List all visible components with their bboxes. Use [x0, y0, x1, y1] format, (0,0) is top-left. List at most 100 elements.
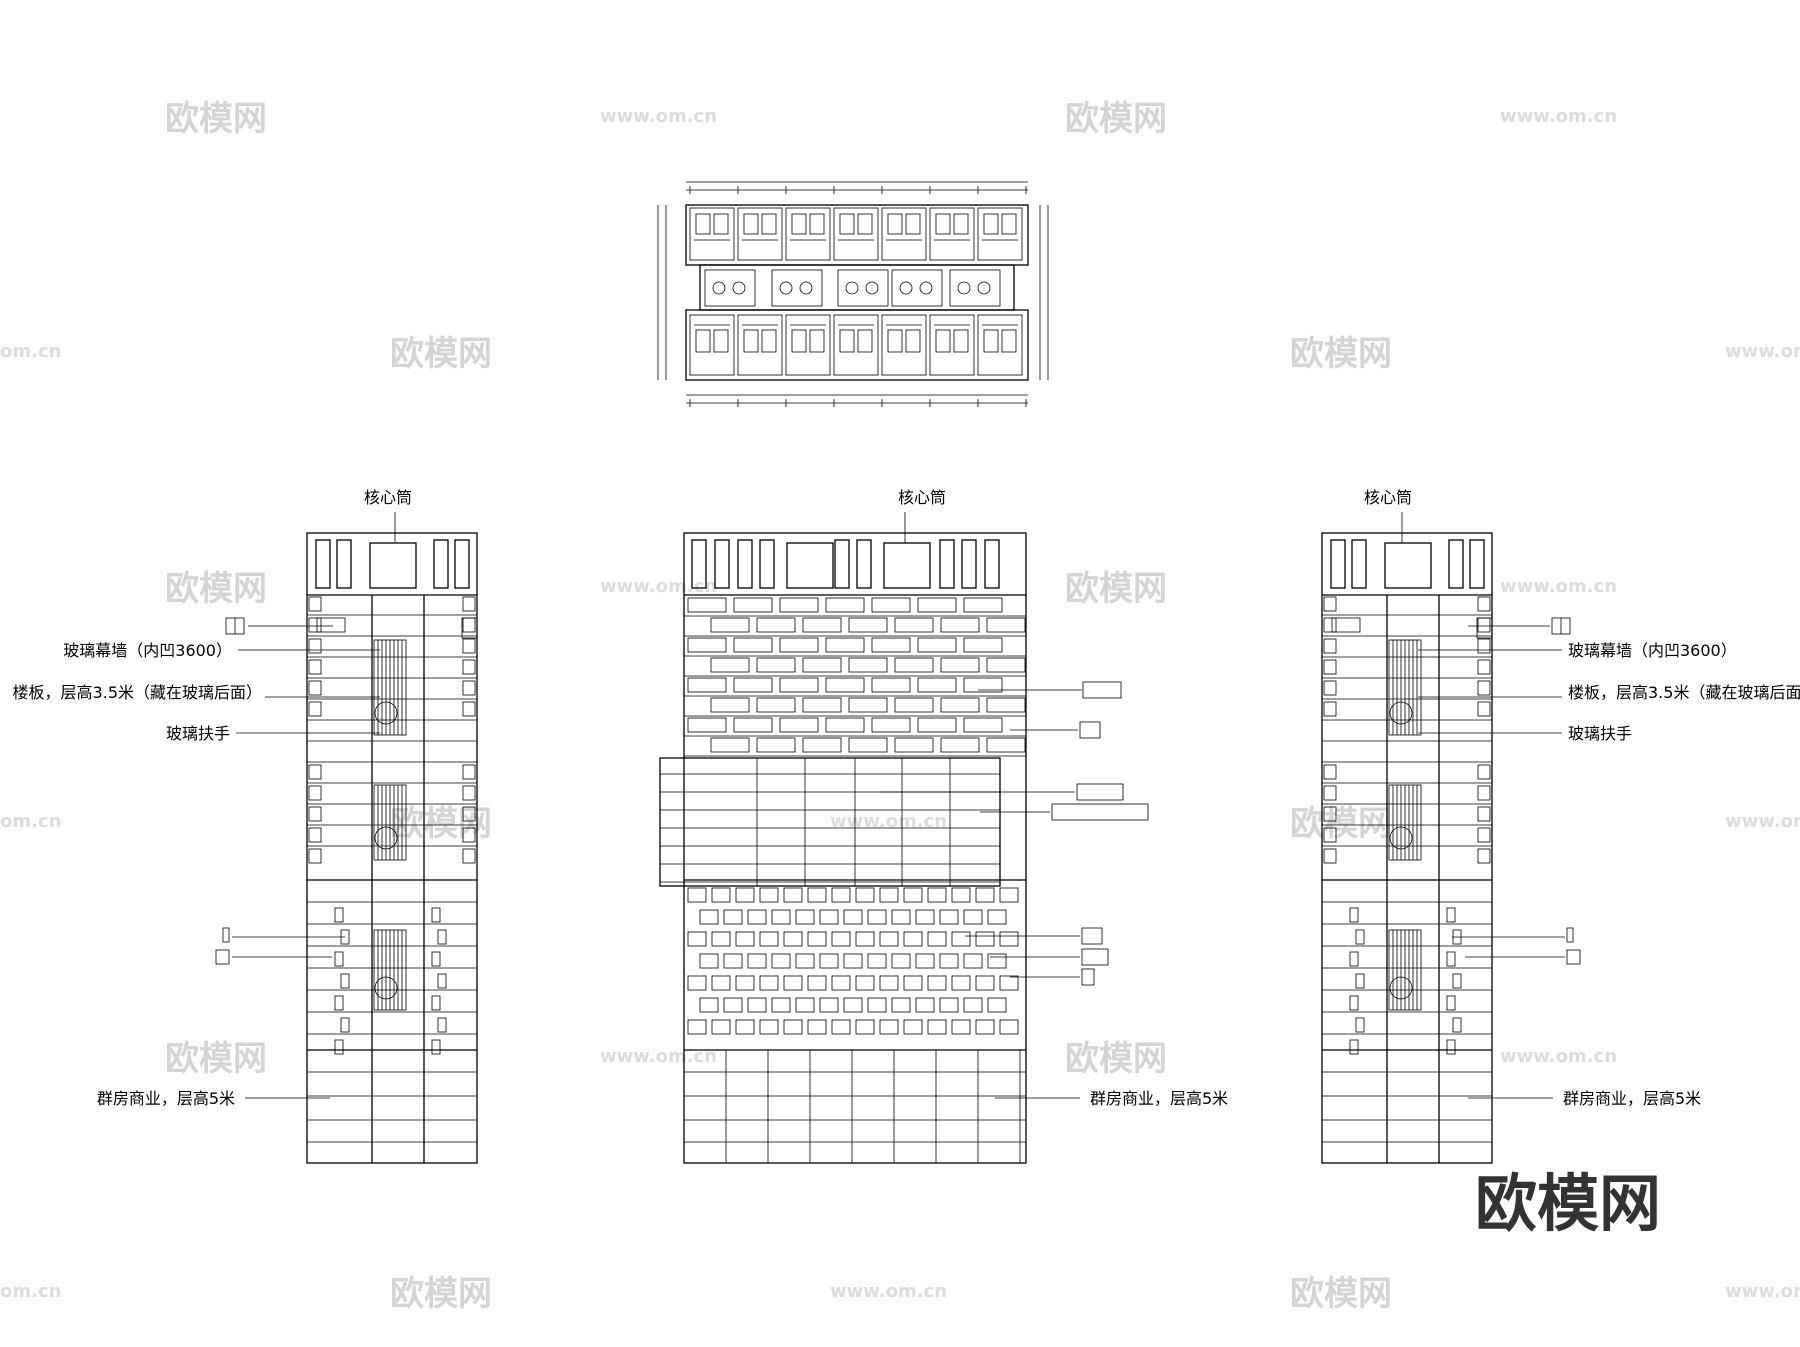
window [1355, 1017, 1365, 1033]
watermark-brand: 欧模网 [1065, 1039, 1167, 1079]
stair-symbol [374, 976, 398, 1000]
symbol-window-type [1081, 948, 1109, 966]
brand-logo: 欧模网 [1475, 1167, 1661, 1240]
label-glass-handrail: 玻璃扶手 [166, 724, 230, 743]
window [986, 617, 1026, 633]
window [831, 931, 851, 947]
window [951, 1019, 971, 1035]
plan-unit [977, 207, 1023, 261]
window [462, 638, 476, 654]
watermark-brand: 欧模网 [390, 334, 492, 374]
plan-bathroom [761, 329, 777, 353]
window [437, 929, 447, 945]
window [1477, 659, 1491, 675]
symbol-window-type [1076, 783, 1124, 801]
window [1323, 596, 1337, 612]
window [843, 997, 863, 1013]
window [756, 737, 796, 753]
watermark-url: www.om.cn [1725, 341, 1800, 362]
plan-unit [737, 314, 783, 376]
plan-core-room [891, 269, 943, 307]
roof-boxes [691, 539, 1000, 589]
label-glass-handrail: 玻璃扶手 [1568, 724, 1632, 743]
window [756, 617, 796, 633]
plan-bathroom [935, 329, 951, 353]
plan-bathroom [857, 329, 873, 353]
watermark-url: www.om.cn [830, 1281, 947, 1302]
window [987, 997, 1007, 1013]
window [699, 953, 719, 969]
window [1355, 929, 1365, 945]
window [308, 596, 322, 612]
label-glass-curtain-wall: 玻璃幕墙（内凹3600） [1568, 641, 1737, 660]
window [1446, 995, 1456, 1011]
window [431, 907, 441, 923]
window [699, 997, 719, 1013]
roof-box [984, 539, 1000, 589]
watermark-url: www.om.cn [1500, 1046, 1617, 1067]
window [1323, 617, 1337, 633]
symbol-window-type [1051, 803, 1149, 821]
window [308, 659, 322, 675]
window [779, 637, 819, 653]
window [963, 953, 983, 969]
watermark-brand: 欧模网 [165, 99, 267, 139]
window [756, 697, 796, 713]
plan-unit [689, 207, 735, 261]
window [871, 597, 911, 613]
elevation-grid [307, 595, 478, 1163]
watermark-brand: 欧模网 [1065, 99, 1167, 139]
roof-box [737, 539, 753, 589]
plan-fixture [779, 281, 793, 295]
window [1446, 1039, 1456, 1055]
window [1355, 973, 1365, 989]
window [687, 597, 727, 613]
window [986, 737, 1026, 753]
window [802, 657, 842, 673]
watermark-url: www.om.cn [600, 576, 717, 597]
window [927, 887, 947, 903]
window [687, 677, 727, 693]
window [759, 887, 779, 903]
watermark-brand: 欧模网 [165, 569, 267, 609]
window [831, 887, 851, 903]
symbol-window-type [1081, 927, 1103, 945]
window [308, 701, 322, 717]
window [723, 953, 743, 969]
plan-bathroom [839, 213, 855, 235]
floor-plan [657, 181, 1049, 407]
window [848, 617, 888, 633]
window [1477, 764, 1491, 780]
window [951, 931, 971, 947]
window [894, 617, 934, 633]
window [903, 931, 923, 947]
plan-bathroom [743, 329, 759, 353]
plan-bathroom [857, 213, 873, 235]
window [308, 848, 322, 864]
plan-bathroom [695, 213, 711, 235]
plan-unit [689, 314, 735, 376]
window [807, 931, 827, 947]
elevation-left: 核心筒 玻璃幕墙（内凹3600） 楼板，层高3.5米（藏在玻璃后面） 玻璃扶手 … [13, 488, 478, 1164]
window [917, 717, 957, 733]
window [779, 677, 819, 693]
window [825, 677, 865, 693]
window [867, 953, 887, 969]
window [848, 737, 888, 753]
window [807, 975, 827, 991]
window [999, 1019, 1019, 1035]
window [915, 997, 935, 1013]
window [867, 997, 887, 1013]
window [999, 931, 1019, 947]
window [437, 1017, 447, 1033]
window [795, 909, 815, 925]
watermark-url: om.cn [0, 341, 61, 362]
plan-bathroom [791, 329, 807, 353]
window [1349, 995, 1359, 1011]
window [963, 637, 1003, 653]
elevation-outline [1321, 532, 1493, 1164]
plan-core-room [837, 269, 889, 307]
plan-fixture [799, 281, 813, 295]
window [999, 887, 1019, 903]
plan-fixture [957, 281, 971, 295]
